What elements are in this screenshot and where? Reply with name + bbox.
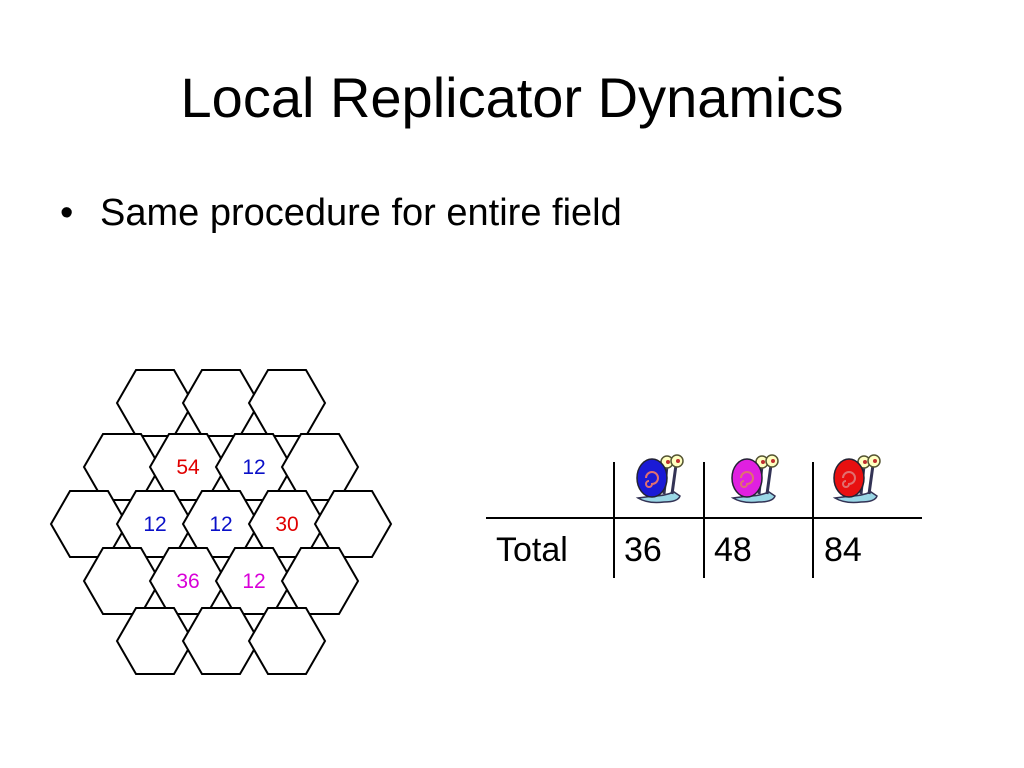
hex-cell (115, 607, 195, 675)
bullet-list: • Same procedure for entire field (60, 185, 622, 241)
total-value: 84 (824, 531, 862, 569)
total-value: 48 (714, 531, 752, 569)
table-column-divider (812, 462, 814, 578)
blue-snail-icon (634, 448, 684, 511)
total-row-label: Total (496, 531, 568, 569)
hex-cell-value: 12 (209, 513, 232, 536)
magenta-snail-icon (729, 448, 779, 511)
table-column-divider (703, 462, 705, 578)
slide-title: Local Replicator Dynamics (180, 66, 844, 129)
hex-cell (115, 369, 195, 437)
hex-cell-value: 30 (275, 513, 298, 536)
totals-table: Total 36 48 84 (486, 446, 922, 578)
hex-cell-value: 12 (242, 456, 265, 479)
hex-cell (247, 369, 327, 437)
bullet-text: Same procedure for entire field (100, 192, 622, 234)
hex-cell-value: 54 (176, 456, 200, 479)
red-snail-icon (831, 448, 881, 511)
hex-cell-value: 36 (176, 570, 199, 593)
bullet-dot-icon: • (60, 192, 74, 234)
total-value: 36 (624, 531, 662, 569)
bullet-item: • Same procedure for entire field (60, 185, 622, 241)
hex-cell (181, 607, 261, 675)
table-column-divider (613, 462, 615, 578)
hex-cell-value: 12 (242, 570, 265, 593)
hex-cell-value: 12 (143, 513, 166, 536)
hex-cell (181, 369, 261, 437)
hex-cell (247, 607, 327, 675)
